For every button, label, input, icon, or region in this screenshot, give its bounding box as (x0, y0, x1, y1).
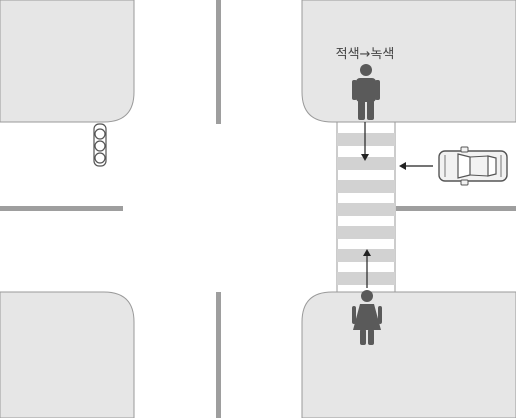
car-top-view-icon (438, 146, 508, 186)
sidewalk-top-left (0, 0, 135, 123)
center-line-bottom (216, 292, 221, 418)
man-standing-icon (352, 64, 380, 120)
signal-change-label: 적색→녹색 (336, 47, 395, 62)
center-line-right (396, 206, 516, 211)
arrow-left (399, 162, 433, 170)
traffic-light-icon (93, 123, 107, 167)
arrow-down (361, 122, 369, 161)
center-line-top (216, 0, 221, 124)
sidewalk-bottom-left (0, 291, 135, 418)
sidewalk-top-right (301, 0, 516, 123)
arrow-up (363, 249, 371, 288)
woman-standing-icon (352, 290, 382, 345)
sidewalk-bottom-right (301, 291, 516, 418)
center-line-left (0, 206, 123, 211)
crosswalk (336, 121, 396, 293)
